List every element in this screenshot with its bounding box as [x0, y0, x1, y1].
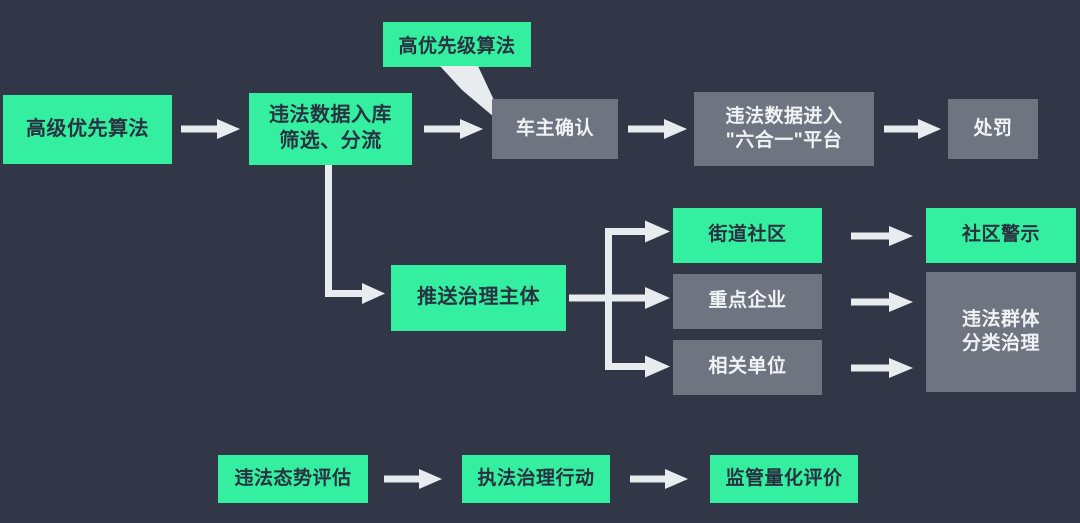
node-six-in-one-platform: 违法数据进入 "六合一"平台 — [694, 92, 874, 166]
node-penalty: 处罚 — [948, 99, 1038, 159]
connector-intake-to-hub — [325, 165, 385, 304]
node-violation-situation-assessment: 违法态势评估 — [218, 455, 368, 503]
node-label: 监管量化评价 — [725, 467, 843, 489]
arrow-top-2 — [424, 119, 483, 139]
node-label: 车主确认 — [515, 117, 594, 139]
arrow-branch-3 — [851, 358, 913, 378]
node-community-warning: 社区警示 — [926, 208, 1076, 263]
arrow-bottom-1 — [384, 469, 442, 489]
callout-tail — [440, 66, 507, 128]
node-violator-group-classification: 违法群体 分类治理 — [926, 272, 1076, 392]
arrow-branch-2 — [851, 292, 913, 312]
node-advanced-priority-algorithm: 高级优先算法 — [3, 95, 172, 164]
node-label: 违法数据入库 筛选、分流 — [269, 104, 392, 152]
node-street-community: 街道社区 — [673, 208, 822, 263]
node-owner-confirmation: 车主确认 — [492, 99, 618, 159]
node-violation-data-intake: 违法数据入库 筛选、分流 — [249, 93, 412, 165]
arrow-top-3 — [628, 119, 687, 139]
arrow-bottom-2 — [630, 469, 688, 489]
node-label: 执法治理行动 — [477, 467, 595, 489]
callout-high-priority-algorithm: 高优先级算法 — [383, 22, 531, 67]
connector-hub-three-way-branch — [569, 220, 670, 378]
node-regulatory-quantitative-evaluation: 监管量化评价 — [710, 455, 858, 503]
arrow-top-4 — [884, 119, 941, 139]
arrow-top-1 — [181, 119, 240, 139]
node-label: 违法数据进入 "六合一"平台 — [725, 105, 843, 151]
node-label: 社区警示 — [961, 224, 1040, 246]
node-label: 处罚 — [973, 117, 1013, 139]
node-label: 高级优先算法 — [26, 117, 149, 140]
arrow-branch-1 — [851, 226, 913, 246]
node-label: 违法群体 分类治理 — [961, 308, 1040, 354]
node-label: 推送治理主体 — [417, 286, 540, 309]
node-key-enterprise: 重点企业 — [673, 274, 822, 329]
node-label: 违法态势评估 — [234, 467, 352, 489]
node-law-enforcement-action: 执法治理行动 — [462, 455, 610, 503]
node-related-unit: 相关单位 — [673, 340, 822, 395]
node-push-governance-entity: 推送治理主体 — [391, 265, 566, 331]
callout-label: 高优先级算法 — [398, 36, 516, 57]
node-label: 重点企业 — [708, 290, 787, 312]
node-label: 街道社区 — [708, 224, 787, 246]
node-label: 相关单位 — [708, 356, 787, 378]
